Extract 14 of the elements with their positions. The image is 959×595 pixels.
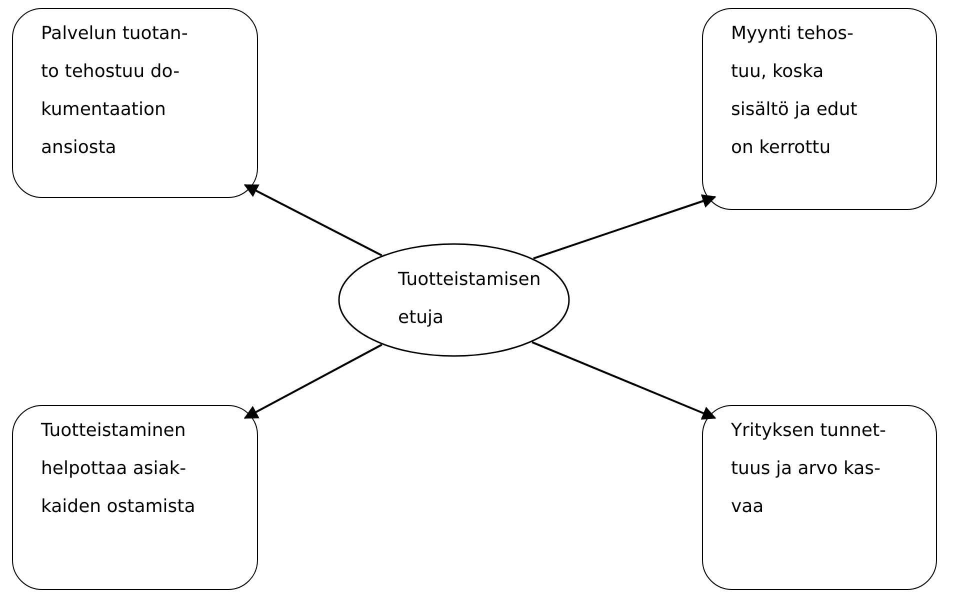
rounded-box xyxy=(12,8,258,198)
rounded-box xyxy=(702,8,937,210)
arrow xyxy=(533,194,716,260)
node-text: Yrityksen tunnet- tuus ja arvo kas- vaa xyxy=(731,419,888,519)
ellipse-node xyxy=(338,243,570,357)
arrow xyxy=(244,344,382,419)
arrow xyxy=(244,184,382,256)
node-text: Tuotteistamisen etuja xyxy=(398,268,542,330)
arrow xyxy=(532,341,716,420)
node-text: Palvelun tuotan- to tehostuu do- kumentaation ansiosta xyxy=(41,22,189,160)
rounded-box xyxy=(12,405,258,590)
node-text: Myynti tehos- tuu, koska sisältö ja edut on kerrottu xyxy=(731,22,858,160)
rounded-box xyxy=(702,405,937,590)
node-text: Tuotteistaminen helpottaa asiak- kaiden ostamista xyxy=(41,419,196,519)
